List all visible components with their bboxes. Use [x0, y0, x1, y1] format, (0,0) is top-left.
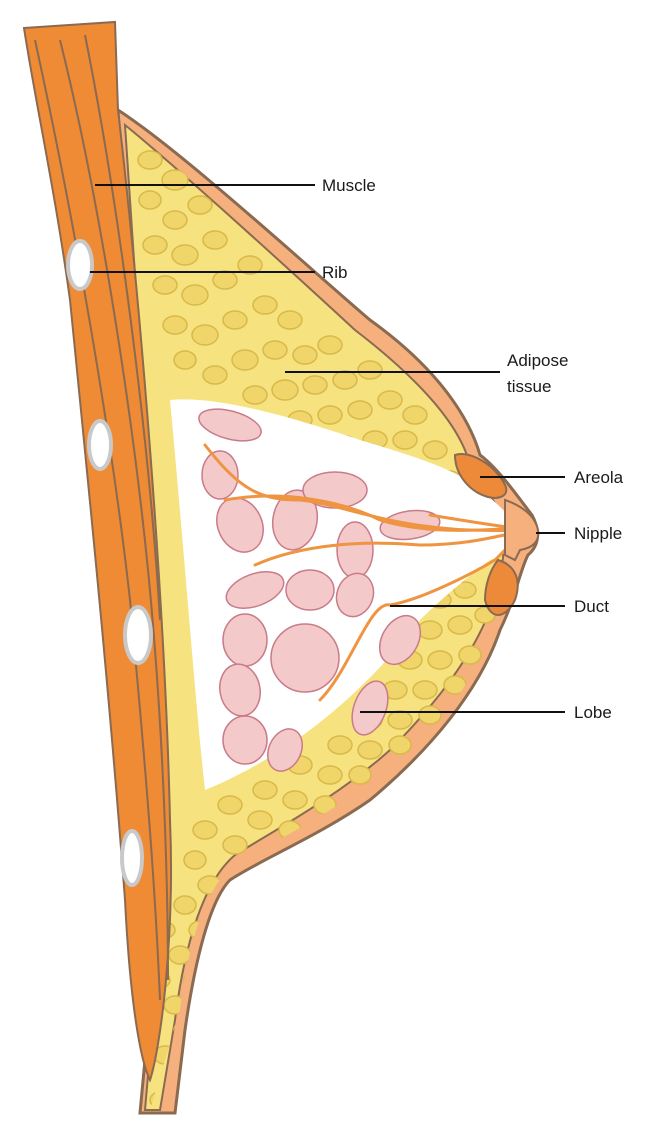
areola-label: Areola [574, 468, 624, 487]
nipple-label: Nipple [574, 524, 622, 543]
adipose-label-line2: tissue [507, 377, 551, 396]
muscle-label: Muscle [322, 176, 376, 195]
lobe-label: Lobe [574, 703, 612, 722]
duct-label: Duct [574, 597, 609, 616]
adipose-label-line1: Adipose [507, 351, 568, 370]
rib-label: Rib [322, 263, 348, 282]
